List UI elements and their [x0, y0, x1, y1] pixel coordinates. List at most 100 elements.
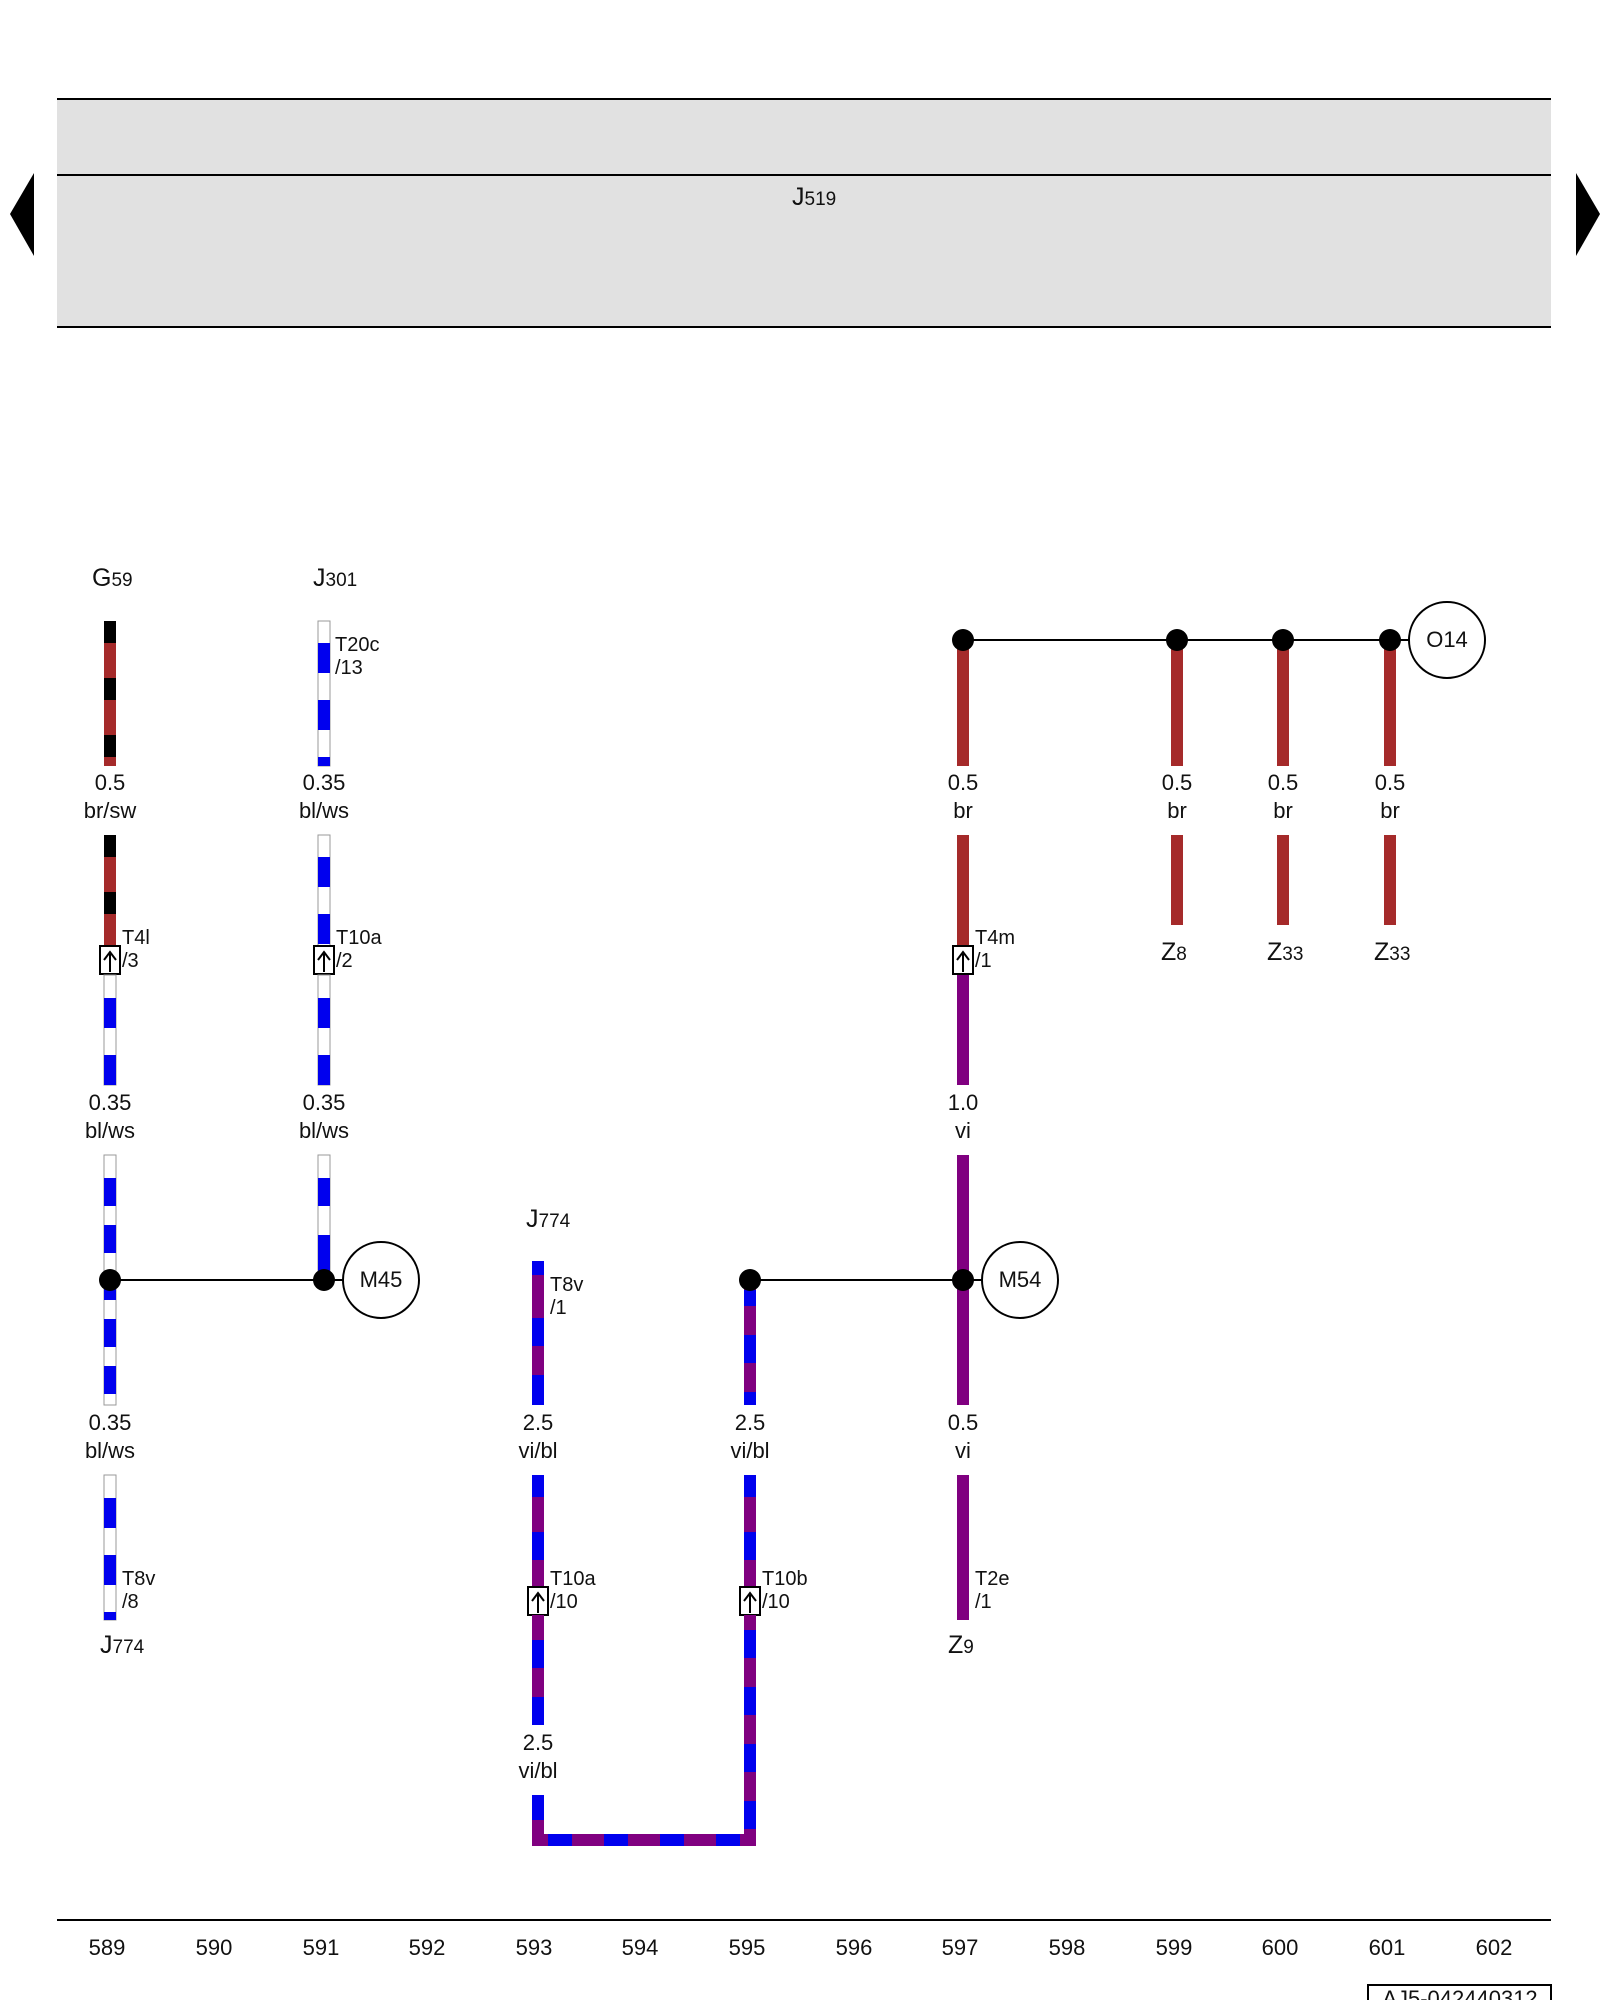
connector-label-t8v-1: T8v/1 [550, 1274, 583, 1319]
connector-label-t2e: T2e/1 [975, 1568, 1009, 1613]
junction-node [313, 1269, 335, 1291]
connector-t4m-arrow-icon [956, 950, 970, 972]
junction-node [1166, 629, 1188, 651]
wire-599-a [1171, 640, 1183, 766]
column-number: 590 [196, 1935, 233, 1960]
connector-t4l-arrow-icon [103, 950, 117, 972]
wire-589-a2 [104, 835, 116, 947]
column-number: 592 [409, 1935, 446, 1960]
wire-589-c-stripe-5 [104, 1366, 116, 1394]
column-number: 598 [1049, 1935, 1086, 1960]
column-number: 596 [836, 1935, 873, 1960]
connector-t10b-10 [739, 1586, 761, 1616]
wire-591-b [317, 974, 331, 1086]
wire-591-c [317, 1154, 331, 1281]
wire-593-c-stripe-2 [532, 1697, 544, 1725]
wire-loop-bottom-stripe-2 [604, 1834, 628, 1846]
connector-t10a-10-arrow-icon [531, 1591, 545, 1613]
ground-point-m45 [342, 1241, 420, 1319]
wire-593-b [532, 1475, 544, 1587]
wire-loop-bottom-stripe-3 [660, 1834, 684, 1846]
ground-point-o14 [1408, 601, 1486, 679]
wire-595-c [744, 1615, 756, 1846]
wire-589-a [104, 621, 116, 766]
wire-loop-bottom [532, 1834, 756, 1846]
ground-label-m45: M45 [360, 1267, 403, 1292]
wire-589-a2-stripe-1 [104, 835, 116, 857]
wire-589-b [103, 974, 117, 1086]
reference-box [1367, 1984, 1552, 2000]
column-number: 602 [1476, 1935, 1513, 1960]
column-number: 591 [303, 1935, 340, 1960]
ground-point-m54 [981, 1241, 1059, 1319]
next-page-icon[interactable] [1576, 173, 1600, 256]
junction-node [952, 629, 974, 651]
connector-label-t8v-8: T8v/8 [122, 1568, 155, 1613]
connector-label-t10b-10: T10b/10 [762, 1568, 808, 1613]
wire-601-b [1384, 835, 1396, 925]
column-number: 600 [1262, 1935, 1299, 1960]
component-z8: Z8 [1161, 938, 1187, 966]
wire-600-a [1277, 640, 1289, 766]
wire-589-c-stripe-2 [104, 1225, 116, 1253]
wire-595-c-stripe-3 [744, 1744, 756, 1772]
connector-t10a-10 [527, 1586, 549, 1616]
component-z9: Z9 [948, 1631, 974, 1659]
wire-589-d [103, 1474, 117, 1621]
wire-595-b-stripe-1 [744, 1475, 756, 1497]
wire-593-a-stripe-1 [532, 1261, 544, 1275]
wire-595-b-stripe-2 [744, 1532, 756, 1560]
wire-589-b-stripe-2 [104, 1055, 116, 1085]
wire-597-a2 [957, 835, 969, 947]
wire-595-c-stripe-1 [744, 1630, 756, 1658]
wire-589-a2-stripe-2 [104, 892, 116, 914]
connector-label-t20c: T20c/13 [335, 634, 379, 679]
prev-page-icon[interactable] [10, 173, 34, 256]
wire-600-b [1277, 835, 1289, 925]
wire-593-b-stripe-2 [532, 1532, 544, 1560]
component-j301: J301 [313, 564, 357, 592]
wire-595-a-stripe-2 [744, 1335, 756, 1363]
wire-591-a2-stripe-2 [318, 914, 330, 944]
junction-node [1272, 629, 1294, 651]
reference-number: AJ5-042440312 [1382, 1986, 1537, 2000]
wire-601-a [1384, 640, 1396, 766]
wire-589-a-stripe-2 [104, 678, 116, 700]
wire-595-c-stripe-4 [744, 1801, 756, 1829]
wire-595-c-base [744, 1615, 756, 1846]
wire-589-b-stripe-1 [104, 998, 116, 1028]
wire-595-a [744, 1280, 756, 1405]
wire-589-c-stripe-1 [104, 1178, 116, 1206]
connector-t10a-2 [313, 945, 335, 975]
wire-593-c [532, 1615, 544, 1725]
wire-593-a-stripe-3 [532, 1375, 544, 1405]
wire-589-d-base [103, 1474, 117, 1621]
component-j774-top: J774 [526, 1205, 571, 1233]
junction-node [952, 1269, 974, 1291]
wire-593-a-stripe-2 [532, 1318, 544, 1346]
wire-595-b [744, 1475, 756, 1587]
wire-589-d-stripe-2 [104, 1555, 116, 1585]
ground-label-o14: O14 [1426, 627, 1468, 652]
junction-node [739, 1269, 761, 1291]
wire-591-a [317, 620, 331, 767]
column-number: 599 [1156, 1935, 1193, 1960]
column-numbers: 589 590 591 592 593 594 595 596 597 598 … [89, 1935, 1513, 1960]
wire-591-b-stripe-1 [318, 998, 330, 1028]
component-g59: G59 [92, 564, 133, 592]
wire-597-b [957, 975, 969, 1085]
wire-597-a [957, 640, 969, 766]
wire-591-c-stripe-1 [318, 1178, 330, 1206]
connector-label-t4l: T4l/3 [122, 927, 150, 972]
wire-591-a2 [317, 834, 331, 948]
connector-label-t10a-10: T10a/10 [550, 1568, 596, 1613]
